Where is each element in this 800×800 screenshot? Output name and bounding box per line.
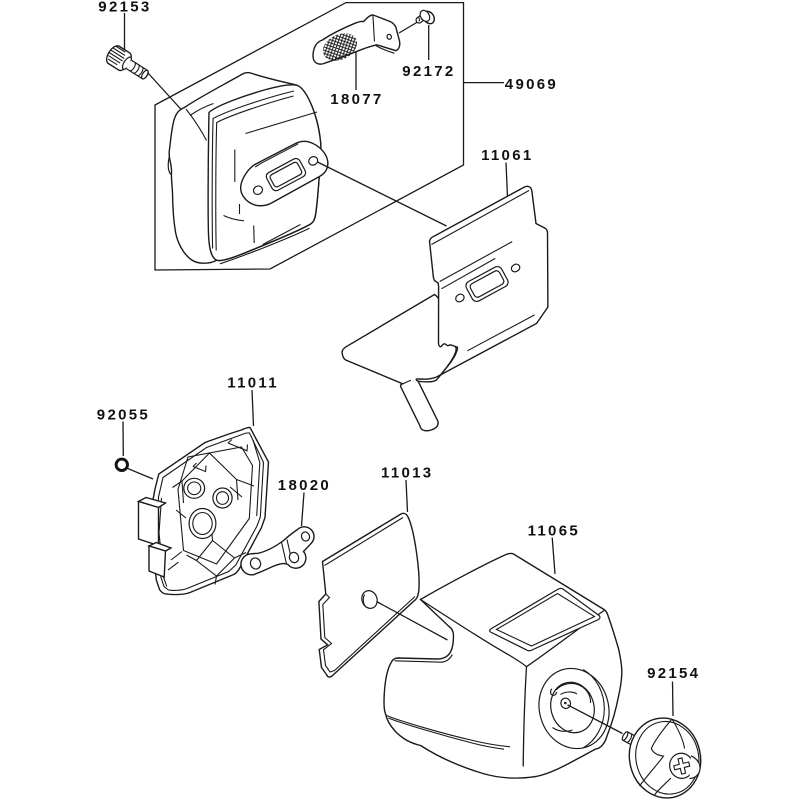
svg-text:11061: 11061: [481, 147, 533, 164]
svg-text:11065: 11065: [528, 522, 580, 539]
svg-text:92055: 92055: [97, 407, 150, 424]
svg-text:49069: 49069: [505, 76, 558, 93]
svg-text:18020: 18020: [278, 477, 331, 494]
svg-text:11011: 11011: [227, 374, 279, 391]
svg-text:92172: 92172: [402, 63, 455, 80]
svg-text:18077: 18077: [330, 91, 383, 108]
svg-text:92153: 92153: [98, 0, 151, 15]
svg-text:11013: 11013: [381, 464, 433, 481]
svg-text:92154: 92154: [647, 665, 700, 682]
